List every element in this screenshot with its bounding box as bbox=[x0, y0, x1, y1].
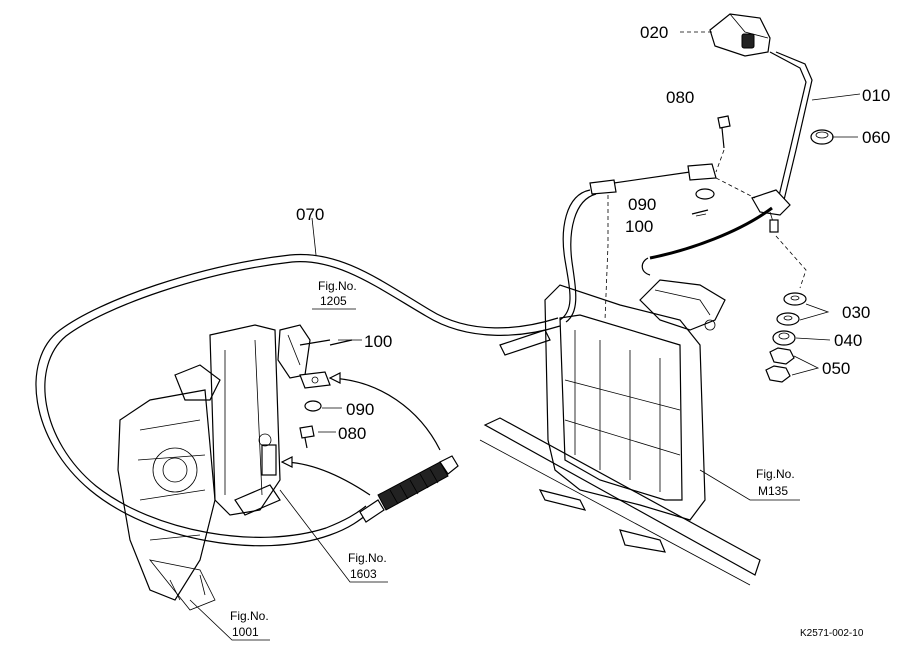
fig-1205-line1: Fig.No. bbox=[318, 279, 357, 293]
pin-100-icon bbox=[691, 209, 709, 215]
label-060: 060 bbox=[862, 128, 890, 147]
fig-1001-line2: 1001 bbox=[232, 625, 259, 639]
washer-090-icon bbox=[695, 188, 715, 200]
lever-assembly bbox=[709, 13, 834, 233]
fig-m135-line2: M135 bbox=[758, 484, 788, 498]
label-010: 010 bbox=[862, 86, 890, 105]
fig-1205-line2: 1205 bbox=[320, 294, 347, 308]
engine-bracket bbox=[277, 324, 353, 449]
engine-block bbox=[117, 324, 281, 611]
washer-030a-icon bbox=[783, 292, 807, 306]
upper-cable bbox=[559, 163, 807, 323]
bolt-080-left-icon bbox=[299, 425, 315, 439]
cable-boot bbox=[359, 455, 459, 523]
bolt-080-icon bbox=[717, 115, 731, 129]
chassis-frame bbox=[479, 279, 761, 586]
nut-050b-icon bbox=[765, 365, 791, 383]
lever-rod bbox=[769, 51, 807, 201]
label-090-left: 090 bbox=[346, 400, 374, 419]
fig-m135-line1: Fig.No. bbox=[756, 467, 795, 481]
right-fasteners bbox=[765, 292, 807, 383]
washer-090-left-icon bbox=[304, 400, 322, 412]
top-fasteners bbox=[691, 115, 731, 217]
part-labels: 020 010 080 060 090 100 070 030 040 050 … bbox=[296, 23, 890, 443]
pin-100-left-icon bbox=[329, 339, 353, 346]
washer-030b-icon bbox=[776, 312, 800, 326]
figure-refs: Fig.No. 1205 Fig.No. 1603 Fig.No. 1001 F… bbox=[230, 279, 795, 639]
label-070: 070 bbox=[296, 205, 324, 224]
leader-lines bbox=[189, 31, 861, 641]
label-050: 050 bbox=[822, 359, 850, 378]
label-040: 040 bbox=[834, 331, 862, 350]
drawing-code: K2571-002-10 bbox=[800, 628, 864, 639]
fig-1001-line1: Fig.No. bbox=[230, 609, 269, 623]
label-080-left: 080 bbox=[338, 424, 366, 443]
label-020: 020 bbox=[640, 23, 668, 42]
cable-070 bbox=[35, 253, 561, 547]
washer-040-icon bbox=[772, 330, 796, 346]
lever-knob bbox=[709, 13, 771, 57]
label-100-left: 100 bbox=[364, 332, 392, 351]
label-100-top: 100 bbox=[625, 217, 653, 236]
nut-050a-icon bbox=[769, 347, 795, 365]
label-080-top: 080 bbox=[666, 88, 694, 107]
label-030: 030 bbox=[842, 303, 870, 322]
label-090-top: 090 bbox=[628, 195, 656, 214]
fig-1603-line1: Fig.No. bbox=[348, 551, 387, 565]
fig-1603-line2: 1603 bbox=[350, 567, 377, 581]
